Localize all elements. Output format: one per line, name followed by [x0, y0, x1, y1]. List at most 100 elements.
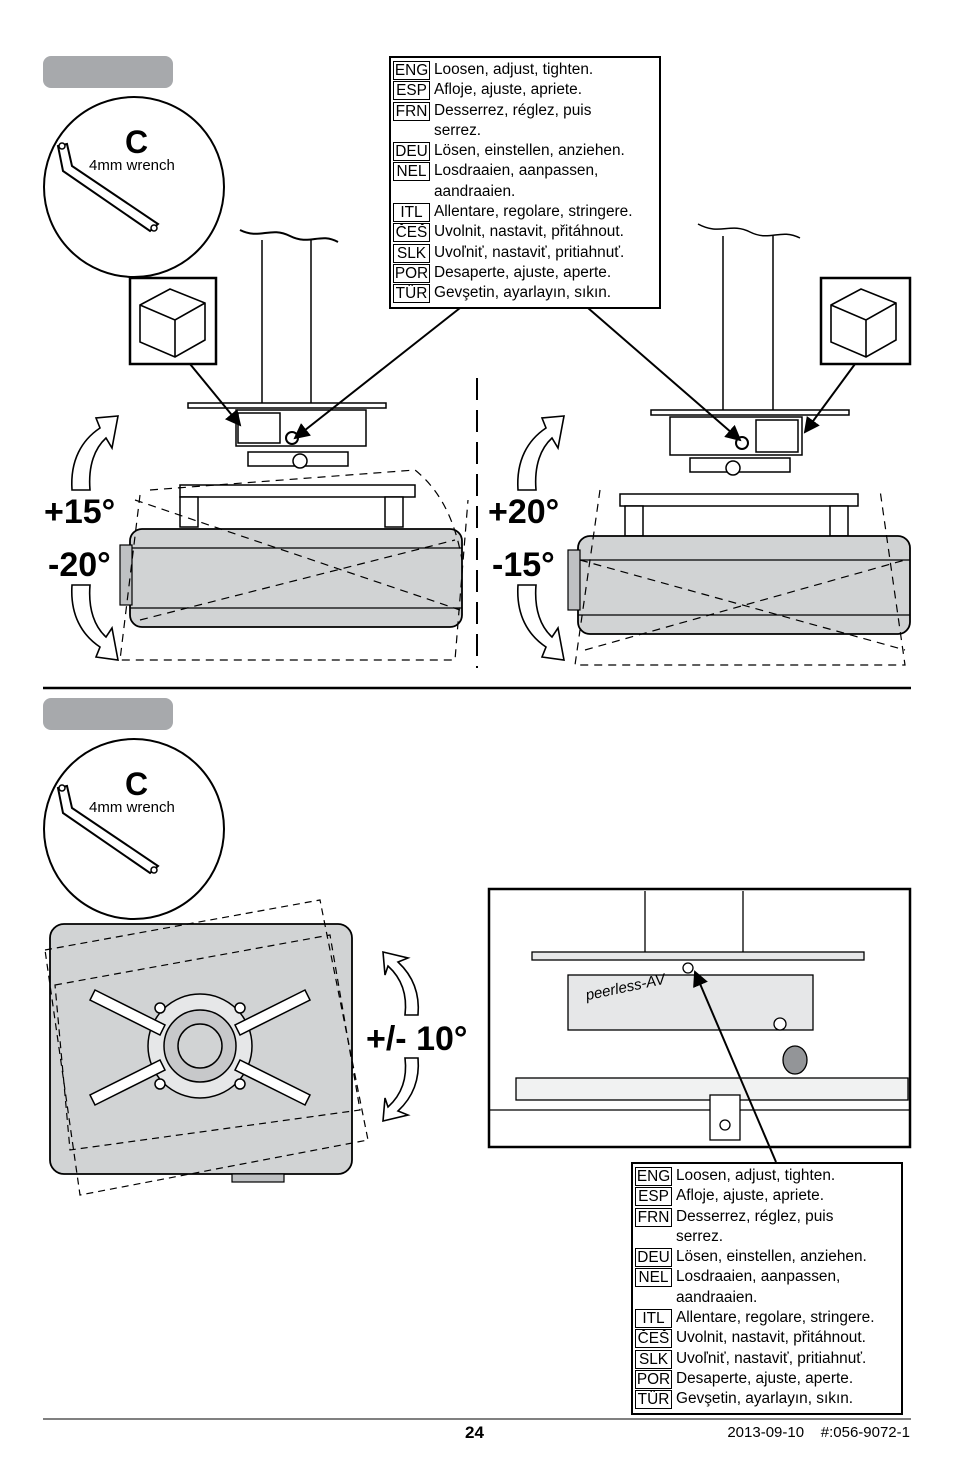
right-projector-lines — [567, 549, 910, 616]
lang-code: FRN — [635, 1207, 672, 1227]
tool-label: 4mm wrench — [89, 799, 175, 816]
lang-code: SLK — [393, 243, 430, 263]
leader-line-left-cube — [189, 363, 242, 427]
lang-text: Desaperte, ajuste, aperte. — [434, 263, 612, 281]
lang-code: NEL — [393, 162, 430, 182]
lang-text: Loosen, adjust, tighten. — [434, 61, 594, 78]
lang-code: SLK — [635, 1349, 672, 1369]
lang-text-cont: aandraaien. — [676, 1288, 758, 1306]
footer-date: 2013-09-10 — [727, 1424, 805, 1441]
lang-text: Allentare, regolare, stringere. — [676, 1309, 875, 1327]
lang-text: Uvoľniť, nastaviť, pritiahnuť. — [676, 1349, 867, 1367]
right-mount-drawing — [619, 223, 859, 537]
angle-right-down: -15° — [492, 546, 555, 584]
lang-text: Lösen, einstellen, anziehen. — [434, 142, 625, 160]
lang-text-cont: serrez. — [434, 121, 482, 139]
lang-code: DEU — [393, 142, 430, 162]
lang-code: ITL — [635, 1309, 672, 1329]
lang-text-cont: aandraaien. — [434, 182, 516, 200]
lang-text: Lösen, einstellen, anziehen. — [676, 1248, 867, 1266]
footer-doc-number: #:056-9072-1 — [820, 1424, 910, 1441]
tool-circle-1: C 4mm wrench — [43, 96, 225, 278]
left-tilt-outline — [119, 469, 469, 661]
lang-text: Uvolnit, nastavit, přitáhnout. — [676, 1329, 866, 1347]
lang-text: Loosen, adjust, tighten. — [676, 1167, 836, 1184]
leader-line-left-box — [293, 307, 461, 440]
lang-code: ITL — [393, 203, 430, 223]
footer-doc-info: 2013-09-10 #:056-9072-1 — [727, 1424, 910, 1441]
angle-left-down: -20° — [48, 546, 111, 584]
lang-text: Losdraaien, aanpassen, — [434, 162, 599, 180]
left-projector-body — [129, 528, 463, 628]
page-number: 24 — [465, 1423, 484, 1442]
leader-line-bottom-box — [693, 970, 777, 1163]
angle-left-up: +15° — [44, 493, 116, 531]
lang-code: ESP — [635, 1187, 672, 1207]
tool-letter: C — [125, 124, 149, 160]
lang-row: aandraaien. — [393, 182, 657, 202]
lang-code: DEU — [635, 1248, 672, 1268]
cube-icon-box-left — [128, 276, 218, 366]
lang-code: ČEŠ — [635, 1329, 672, 1349]
lang-text-cont: serrez. — [676, 1227, 724, 1245]
angle-right-up: +20° — [488, 493, 560, 531]
rotation-outline — [44, 899, 369, 1196]
left-mount-drawing — [179, 229, 416, 528]
tool-circle-2: C 4mm wrench — [43, 738, 225, 920]
lang-text: Uvolnit, nastavit, přitáhnout. — [434, 223, 624, 241]
step-label-pill-1 — [43, 56, 173, 88]
lang-row: serrez. — [635, 1227, 899, 1247]
lang-text: Losdraaien, aanpassen, — [676, 1268, 841, 1286]
lang-text: Desserrez, réglez, puis — [434, 101, 592, 119]
lang-code: ENG — [635, 1167, 672, 1186]
lang-text: Desserrez, réglez, puis — [676, 1207, 834, 1225]
lang-code: POR — [393, 263, 430, 283]
lang-code: FRN — [393, 101, 430, 121]
step-label-pill-2 — [43, 698, 173, 730]
lang-text: Allentare, regolare, stringere. — [434, 203, 633, 221]
mount-spider-bracket — [88, 988, 312, 1107]
tool-label: 4mm wrench — [89, 157, 175, 174]
lang-text: Afloje, ajuste, apriete. — [676, 1187, 825, 1205]
lang-code: NEL — [635, 1268, 672, 1288]
lang-row: serrez. — [393, 121, 657, 141]
lang-row: aandraaien. — [635, 1288, 899, 1308]
lang-code: TÜR — [393, 284, 430, 304]
lang-text: Gevşetin, ayarlayın, sıkın. — [434, 284, 612, 302]
lang-text: Uvoľniť, nastaviť, pritiahnuť. — [434, 243, 625, 261]
right-projector-body — [577, 535, 911, 635]
lang-code: TÜR — [635, 1390, 672, 1410]
tool-letter: C — [125, 766, 149, 802]
lang-text: Afloje, ajuste, apriete. — [434, 81, 583, 99]
right-tilt-outline — [574, 489, 906, 666]
leader-line-right-box — [587, 307, 742, 442]
lang-text: Gevşetin, ayarlayın, sıkın. — [676, 1390, 854, 1408]
lang-code: ESP — [393, 81, 430, 101]
mount-detail-drawing — [489, 891, 910, 1141]
angle-rotate: +/- 10° — [366, 1020, 468, 1058]
cube-icon-box-right — [819, 276, 912, 366]
